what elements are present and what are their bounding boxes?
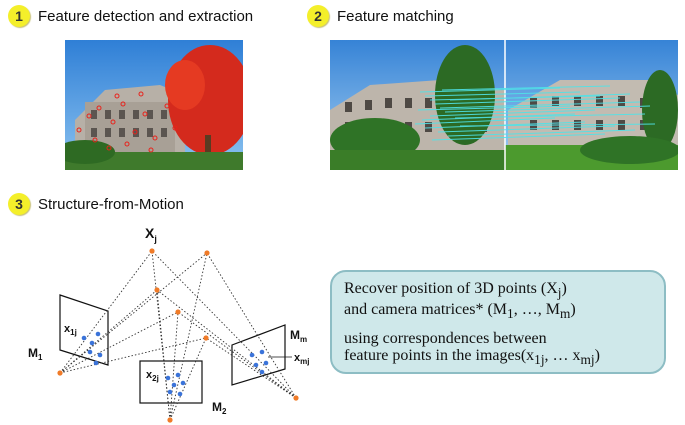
step-1-header: 1 Feature detection and extraction: [8, 5, 253, 27]
label-x1j: x1j: [64, 323, 77, 337]
camera-1-center: [57, 370, 63, 376]
description-text: ): [594, 347, 600, 365]
sfm-diagram: Xj M1 x1j x2j M2 Mm xmj: [28, 225, 309, 423]
feature-detection-image: [65, 40, 243, 170]
step-3-badge: 3: [8, 193, 30, 215]
camera-m-plane: [231, 324, 286, 386]
scene-point: [175, 309, 181, 315]
subscript: 1: [507, 306, 514, 322]
camera-2-center: [167, 417, 173, 423]
description-paragraph-2: using correspondences between feature po…: [344, 330, 652, 368]
step-2-header: 2 Feature matching: [307, 5, 454, 27]
step-1-title: Feature detection and extraction: [38, 7, 254, 25]
image-points: [81, 331, 269, 397]
description-text: , …, M: [513, 301, 560, 319]
label-mm: Mm: [290, 328, 307, 344]
scene-point: [203, 335, 209, 341]
camera-2-plane: [139, 360, 203, 404]
label-xmj: xmj: [294, 352, 309, 366]
label-xj: Xj: [145, 225, 157, 244]
step-3-title: Structure-from-Motion: [38, 195, 184, 213]
step-2-title: Feature matching: [337, 7, 454, 25]
subscript: mj: [580, 352, 595, 368]
description-paragraph-1: Recover position of 3D points (Xj) and c…: [344, 280, 652, 322]
subscript: m: [559, 306, 571, 322]
feature-matching-image: [330, 40, 678, 170]
scene-point: [154, 287, 160, 293]
label-m1: M1: [28, 346, 43, 362]
label-x2j: x2j: [146, 369, 159, 383]
step-3-header: 3 Structure-from-Motion: [8, 193, 184, 215]
subscript: j: [557, 285, 562, 301]
description-text: and camera matrices* (M: [344, 301, 508, 319]
camera-m-center: [293, 395, 299, 401]
description-text: Recover position of 3D points (X: [344, 280, 558, 297]
description-text: ): [570, 301, 576, 319]
step-1-badge: 1: [8, 5, 30, 27]
camera-centers: [57, 370, 299, 423]
scene-point: [204, 250, 210, 256]
description-text: , … x: [544, 347, 581, 365]
projection-rays: [59, 250, 297, 421]
scene-point-xj: [149, 248, 155, 254]
scene-points: [149, 248, 210, 341]
description-text: using correspondences between: [344, 330, 547, 348]
step-2-badge: 2: [307, 5, 329, 27]
description-text: feature points in the images(x: [344, 347, 535, 365]
label-m2: M2: [212, 400, 227, 416]
description-text: ): [561, 280, 567, 297]
sfm-description-box: Recover position of 3D points (Xj) and c…: [330, 270, 666, 374]
subscript: 1j: [534, 352, 545, 368]
camera-1-plane: [59, 294, 109, 366]
